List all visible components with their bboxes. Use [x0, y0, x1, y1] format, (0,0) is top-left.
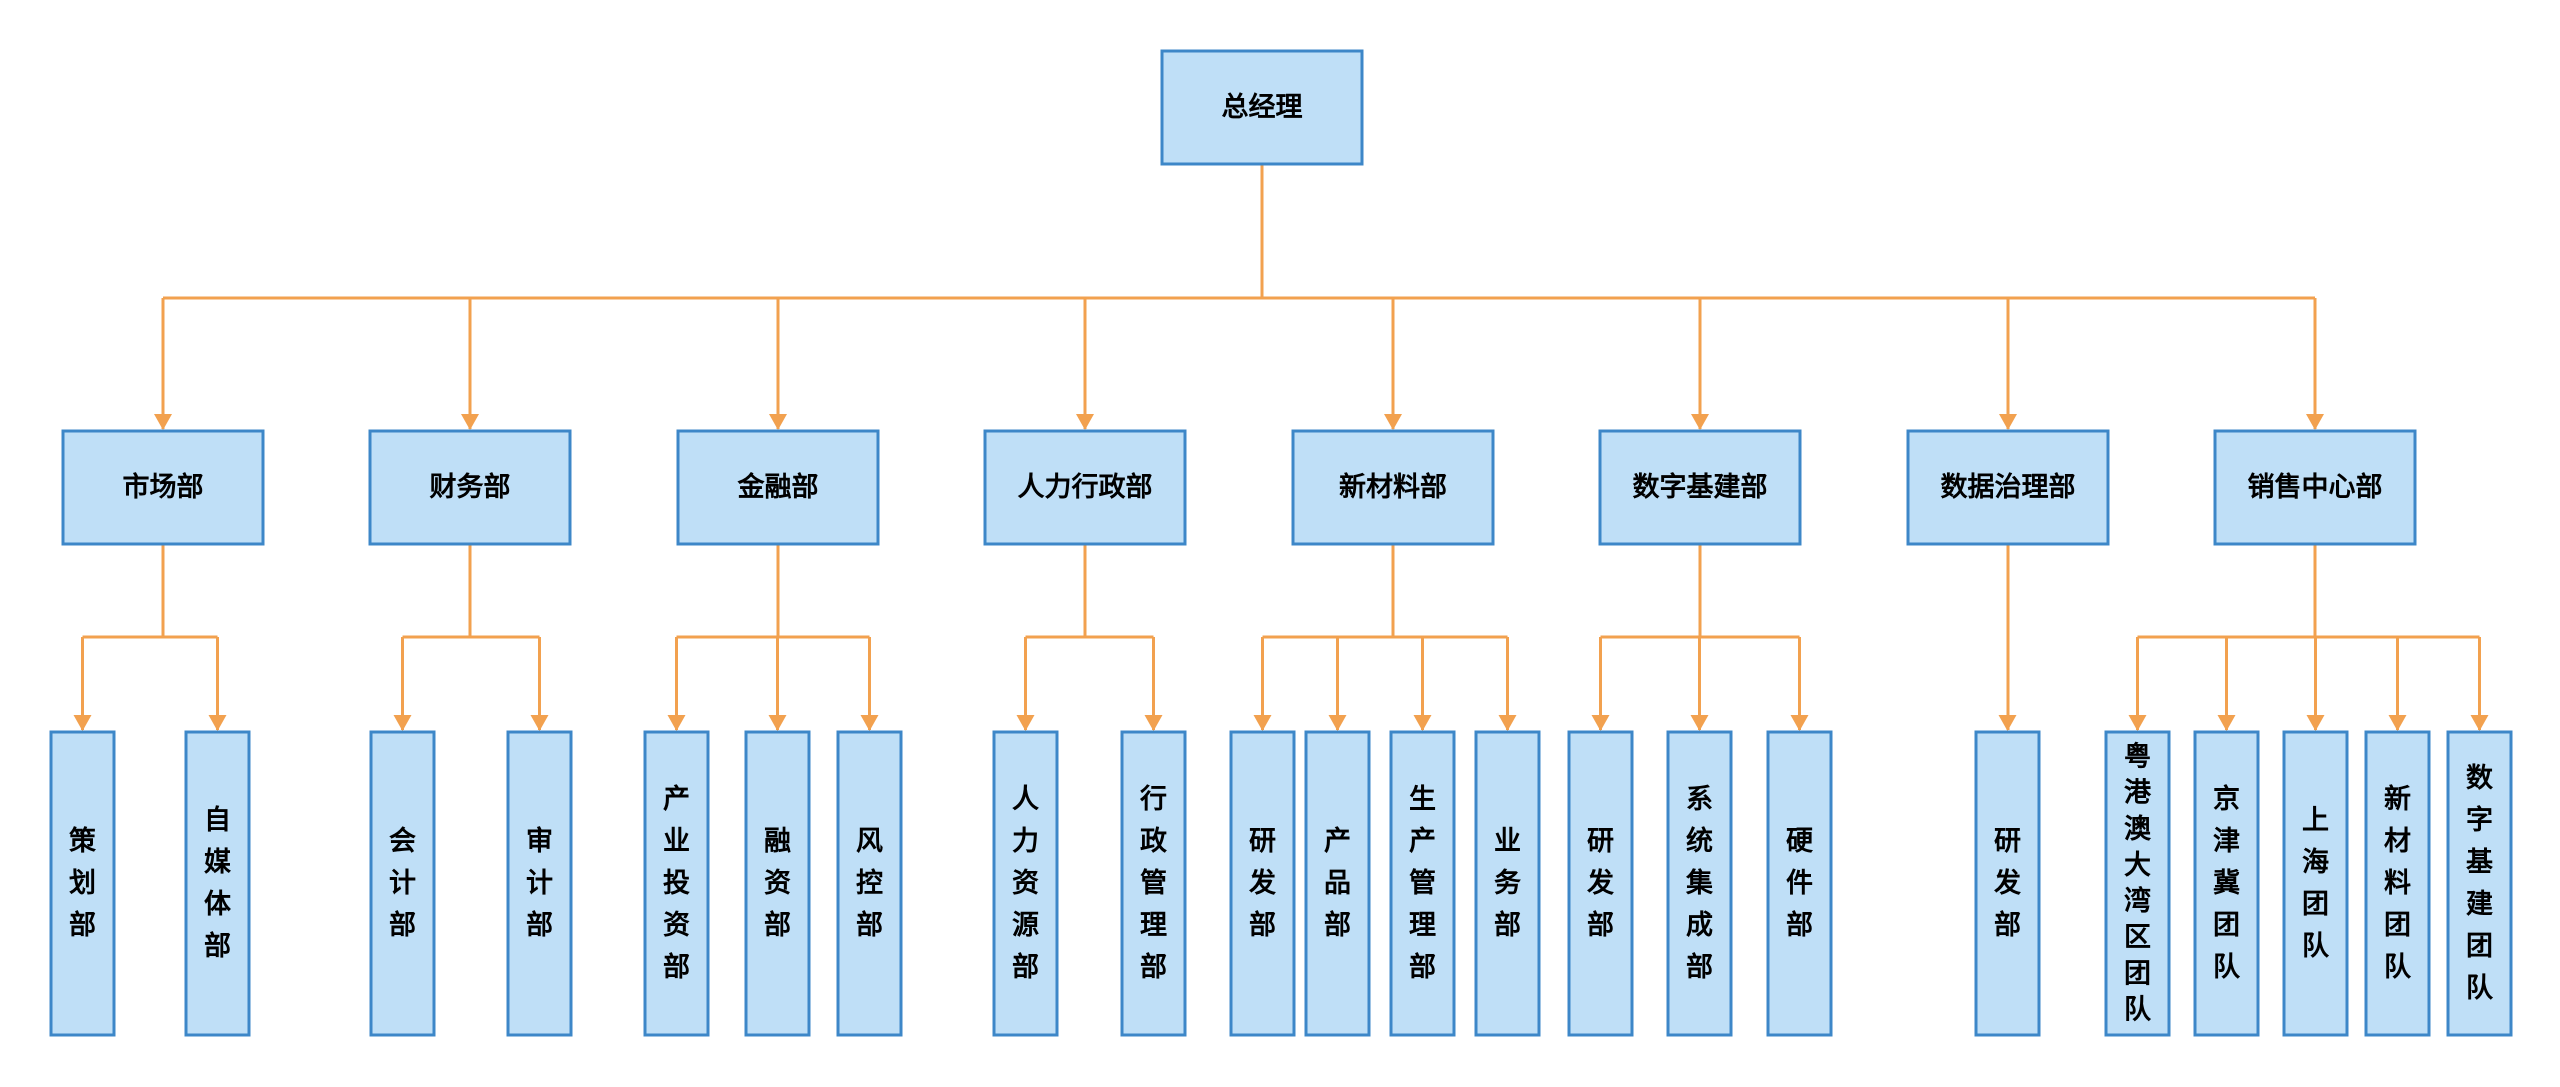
- team-arrow: [1591, 715, 1610, 731]
- team-arrow: [2306, 715, 2325, 731]
- team-arrow: [73, 715, 92, 731]
- department-node: [1906, 429, 2110, 546]
- team-node: [744, 730, 811, 1037]
- team-node: [1474, 730, 1541, 1037]
- team-arrow: [1016, 715, 1035, 731]
- department-label: 销售中心部: [2248, 471, 2383, 503]
- team-node: [1766, 730, 1833, 1037]
- team-node: [1120, 730, 1187, 1037]
- team-arrow: [860, 715, 879, 731]
- department-arrow: [1384, 414, 1402, 430]
- team-arrow: [768, 715, 787, 731]
- root-label: 总经理: [1222, 91, 1303, 123]
- team-node: [1229, 730, 1296, 1037]
- team-arrow: [667, 715, 686, 731]
- department-node: [676, 429, 880, 546]
- team-label: 硬件部: [1786, 826, 1814, 941]
- team-node: [1304, 730, 1371, 1037]
- team-label: 风控部: [856, 826, 883, 941]
- team-label: 业务部: [1494, 826, 1521, 941]
- department-label: 金融部: [737, 471, 819, 503]
- team-label: 行政管理部: [1139, 783, 1167, 983]
- department-arrow: [1691, 414, 1709, 430]
- team-node: [1567, 730, 1634, 1037]
- department-label: 财务部: [430, 471, 511, 503]
- department-arrow: [1999, 414, 2017, 430]
- team-arrow: [1144, 715, 1163, 731]
- connector-layer: [73, 164, 2489, 731]
- team-label: 数字基建团队: [2466, 763, 2494, 1004]
- team-label: 自媒体部: [204, 804, 232, 962]
- team-label: 上海团队: [2302, 805, 2330, 962]
- team-node: [2282, 730, 2349, 1037]
- team-node: [506, 730, 573, 1037]
- department-node: [61, 429, 265, 546]
- team-node: [2193, 730, 2260, 1037]
- team-label: 研发部: [1248, 826, 1276, 941]
- team-arrow: [393, 715, 412, 731]
- team-arrow: [1413, 715, 1432, 731]
- team-arrow: [1253, 715, 1272, 731]
- team-label: 系统集成部: [1685, 784, 1714, 983]
- team-node: [1974, 730, 2041, 1037]
- team-node: [992, 730, 1059, 1037]
- team-label: 产业投资部: [663, 784, 690, 983]
- team-label: 研发部: [1586, 826, 1614, 941]
- department-node: [2213, 429, 2417, 546]
- team-arrow: [208, 715, 227, 731]
- department-arrow: [154, 414, 172, 430]
- team-node: [2446, 730, 2513, 1037]
- team-node: [1666, 730, 1733, 1037]
- department-node: [983, 429, 1187, 546]
- team-label: 京津冀团队: [2213, 783, 2241, 983]
- team-node: [2364, 730, 2431, 1037]
- team-arrow: [530, 715, 549, 731]
- department-arrow: [461, 414, 479, 430]
- department-arrow: [1076, 414, 1094, 430]
- team-arrow: [1790, 715, 1809, 731]
- department-node: [1598, 429, 1802, 546]
- department-label: 数据治理部: [1941, 471, 2076, 503]
- team-node: [2104, 730, 2171, 1037]
- team-node: [49, 730, 116, 1037]
- team-label: 生产管理部: [1409, 784, 1436, 983]
- department-node: [368, 429, 572, 546]
- team-arrow: [1498, 715, 1517, 731]
- team-arrow: [1328, 715, 1347, 731]
- department-label: 市场部: [123, 471, 204, 503]
- root-node: [1160, 49, 1364, 166]
- department-arrow: [2306, 414, 2324, 430]
- team-label: 审计部: [526, 825, 553, 941]
- department-label: 人力行政部: [1018, 471, 1153, 503]
- department-node: [1291, 429, 1495, 546]
- team-node: [643, 730, 710, 1037]
- department-label: 新材料部: [1339, 471, 1447, 503]
- team-arrow: [1998, 715, 2017, 731]
- team-node: [369, 730, 436, 1037]
- team-node: [836, 730, 903, 1037]
- department-label: 数字基建部: [1633, 471, 1768, 503]
- department-arrow: [769, 414, 787, 430]
- team-label: 融资部: [764, 826, 791, 941]
- team-node: [184, 730, 251, 1037]
- team-arrow: [2470, 715, 2489, 731]
- team-node: [1389, 730, 1456, 1037]
- team-label: 粤港澳大湾区团队: [2124, 741, 2152, 1026]
- team-label: 研发部: [1993, 826, 2021, 941]
- team-arrow: [1690, 715, 1709, 731]
- team-arrow: [2388, 715, 2407, 731]
- team-arrow: [2217, 715, 2236, 731]
- team-label: 人力资源部: [1012, 784, 1039, 983]
- team-label: 会计部: [389, 826, 416, 941]
- team-label: 新材料团队: [2384, 783, 2412, 983]
- team-arrow: [2128, 715, 2147, 731]
- team-label: 产品部: [1324, 826, 1351, 941]
- team-label: 策划部: [69, 825, 97, 941]
